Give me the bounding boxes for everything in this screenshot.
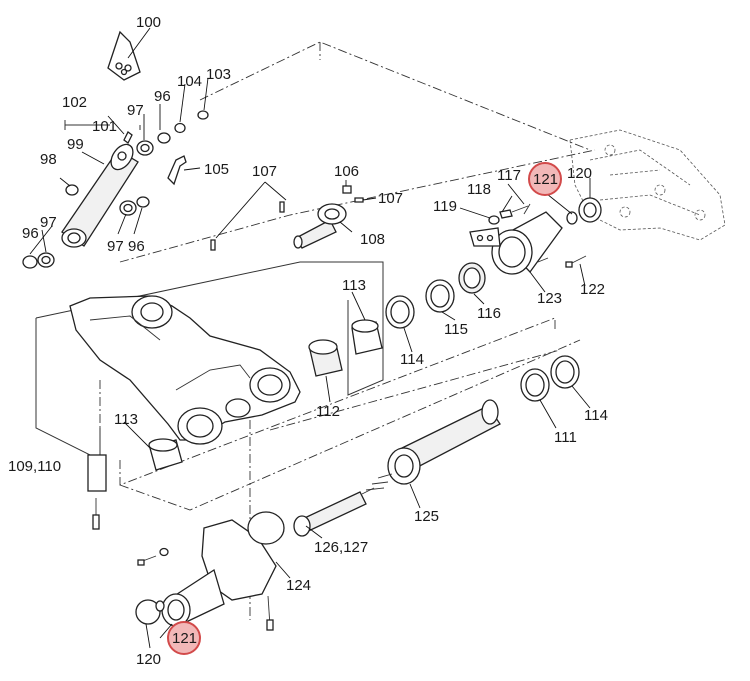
part-120-cap-bottom bbox=[135, 599, 165, 625]
label-123: 123 bbox=[537, 290, 562, 307]
label-116: 116 bbox=[477, 305, 501, 322]
callout-121-bottom-highlight bbox=[167, 621, 201, 655]
part-112-bushing bbox=[308, 339, 343, 377]
part-107-grease-nipples bbox=[210, 197, 364, 251]
label-96-mid: 96 bbox=[128, 238, 145, 255]
label-114-top: 114 bbox=[400, 351, 424, 368]
part-120-cap-top bbox=[566, 197, 602, 225]
label-104: 104 bbox=[177, 73, 202, 90]
label-122: 122 bbox=[580, 281, 605, 298]
leader-lines bbox=[29, 27, 591, 649]
part-115-seal bbox=[425, 279, 455, 313]
label-117: 117 bbox=[497, 167, 521, 184]
label-125: 125 bbox=[414, 508, 439, 525]
part-111-washer bbox=[520, 368, 550, 402]
part-100-kit bbox=[107, 30, 141, 81]
part-119-nut bbox=[488, 215, 500, 225]
part-113-bushing-lower bbox=[148, 438, 183, 471]
label-118: 118 bbox=[467, 181, 491, 198]
label-109-110: 109,110 bbox=[8, 458, 61, 475]
washers-96-97-98 bbox=[22, 110, 209, 269]
label-121-top: 121 bbox=[533, 171, 558, 188]
label-107-left: 107 bbox=[252, 163, 277, 180]
label-102: 102 bbox=[62, 94, 87, 111]
part-117-bolt bbox=[523, 203, 531, 215]
part-125-axle-shaft bbox=[365, 399, 501, 491]
label-105: 105 bbox=[204, 161, 229, 178]
part-99-cylinder bbox=[61, 143, 139, 248]
part-116-nut bbox=[458, 262, 486, 294]
label-106: 106 bbox=[334, 163, 359, 180]
label-98: 98 bbox=[40, 151, 57, 168]
label-108: 108 bbox=[360, 231, 385, 248]
label-112: 112 bbox=[316, 403, 340, 420]
part-126-127-drive-shaft bbox=[293, 487, 375, 537]
label-103: 103 bbox=[206, 66, 231, 83]
label-97-top: 97 bbox=[127, 102, 144, 119]
label-120-top: 120 bbox=[567, 165, 592, 182]
label-124: 124 bbox=[286, 577, 311, 594]
part-113-bushing-upper bbox=[351, 319, 383, 355]
part-105-bent-pin bbox=[167, 155, 187, 186]
part-114-seal-lower bbox=[550, 355, 580, 389]
part-124-hub-housing bbox=[137, 511, 285, 631]
background-frame-casting bbox=[569, 129, 726, 241]
label-100: 100 bbox=[136, 14, 161, 31]
label-96-left: 96 bbox=[22, 225, 39, 242]
part-108-pivot-pin bbox=[293, 203, 347, 249]
label-120-bottom: 120 bbox=[136, 651, 161, 668]
label-107-right: 107 bbox=[378, 190, 403, 207]
part-118-bolt bbox=[499, 205, 529, 219]
label-113-bottom: 113 bbox=[114, 411, 138, 428]
label-119: 119 bbox=[433, 198, 457, 215]
label-115: 115 bbox=[444, 321, 468, 338]
label-96-top: 96 bbox=[154, 88, 171, 105]
part-123-housing bbox=[469, 211, 563, 275]
label-111: 111 bbox=[554, 429, 577, 446]
part-114-seal-upper bbox=[385, 295, 415, 329]
label-114-bottom: 114 bbox=[584, 407, 608, 424]
label-113-top: 113 bbox=[342, 277, 366, 294]
part-labels: 100 103 104 96 102 97 101 99 98 105 107 … bbox=[8, 14, 608, 668]
callout-121-top-highlight bbox=[528, 162, 562, 196]
part-122-bolt bbox=[565, 255, 587, 268]
assembly-outlines bbox=[35, 41, 596, 620]
label-101: 101 bbox=[92, 118, 117, 135]
label-99: 99 bbox=[67, 136, 84, 153]
part-109-110-swing-arm bbox=[69, 295, 301, 530]
label-121-bottom: 121 bbox=[172, 630, 197, 647]
label-97-left: 97 bbox=[40, 214, 57, 231]
part-106-plug bbox=[342, 185, 352, 194]
label-97-mid: 97 bbox=[107, 238, 124, 255]
label-126-127: 126,127 bbox=[314, 539, 368, 556]
